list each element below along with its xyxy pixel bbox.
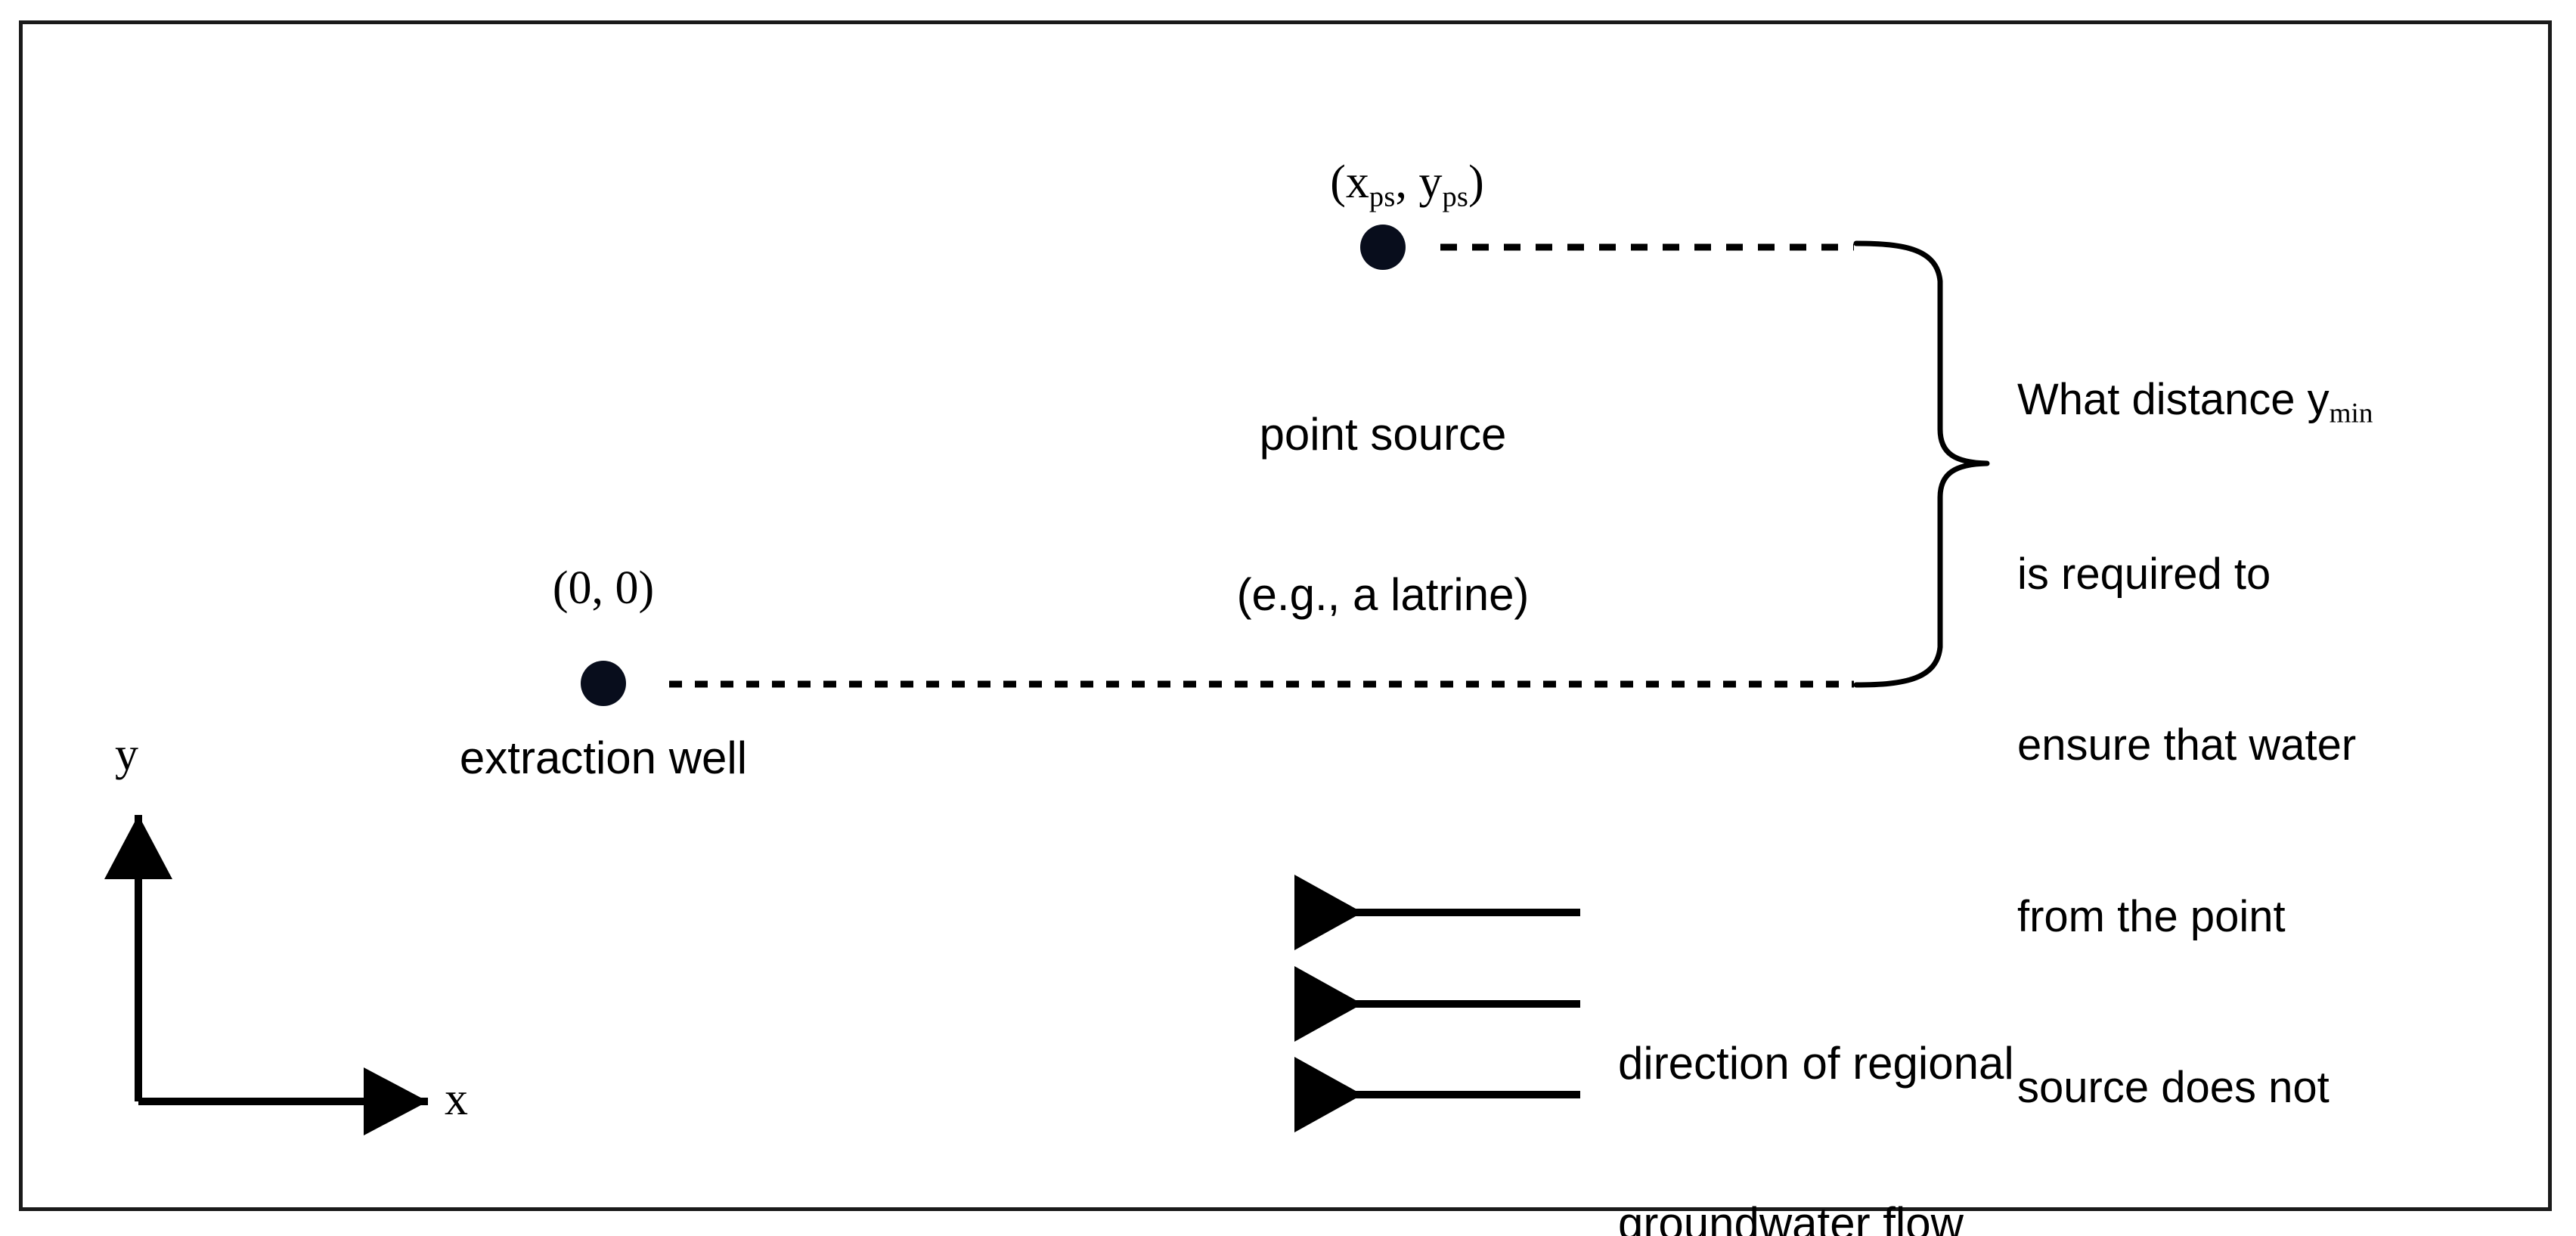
groundwater-flow-label: direction of regional groundwater flow [1618, 930, 2193, 1236]
y-axis-label: y [115, 729, 138, 780]
x-axis-label: x [445, 1073, 468, 1125]
distance-brace [1853, 240, 1990, 688]
coord-subscript-x: ps [1369, 181, 1396, 213]
question-line-3: ensure that water [2017, 720, 2357, 770]
coord-mid: , y [1395, 156, 1443, 209]
groundwater-flow-label-line-2: groundwater flow [1618, 1197, 1964, 1236]
groundwater-flow-label-line-1: direction of regional [1618, 1037, 2014, 1089]
coord-prefix: (x [1330, 156, 1369, 209]
question-line-4: from the point [2017, 891, 2286, 941]
extraction-well-coordinate-label: (0, 0) [552, 562, 655, 614]
point-source-label-line-2: (e.g., a latrine) [1236, 568, 1530, 620]
question-line-1: What distance ymin [2017, 371, 2516, 432]
coord-suffix: ) [1468, 156, 1484, 209]
point-source-coordinate-label: (xps, yps) [1270, 100, 1497, 270]
question-line-6: reach the well? [2017, 1230, 2516, 1236]
distance-question-annotation: What distance ymin is required to ensure… [2017, 257, 2516, 1236]
point-source-label-line-1: point source [1259, 408, 1507, 460]
extraction-well-label: extraction well [459, 733, 748, 783]
extraction-well-marker [581, 661, 626, 706]
point-source-marker [1360, 225, 1406, 270]
point-source-label: point source (e.g., a latrine) [1156, 301, 1610, 729]
question-ymin-subscript: min [2329, 398, 2373, 429]
question-line-2: is required to [2017, 550, 2271, 599]
coord-subscript-y: ps [1442, 181, 1469, 213]
figure-border [19, 20, 2552, 1211]
question-line-5: source does not [2017, 1062, 2330, 1112]
question-line-1-text: What distance y [2017, 374, 2330, 424]
